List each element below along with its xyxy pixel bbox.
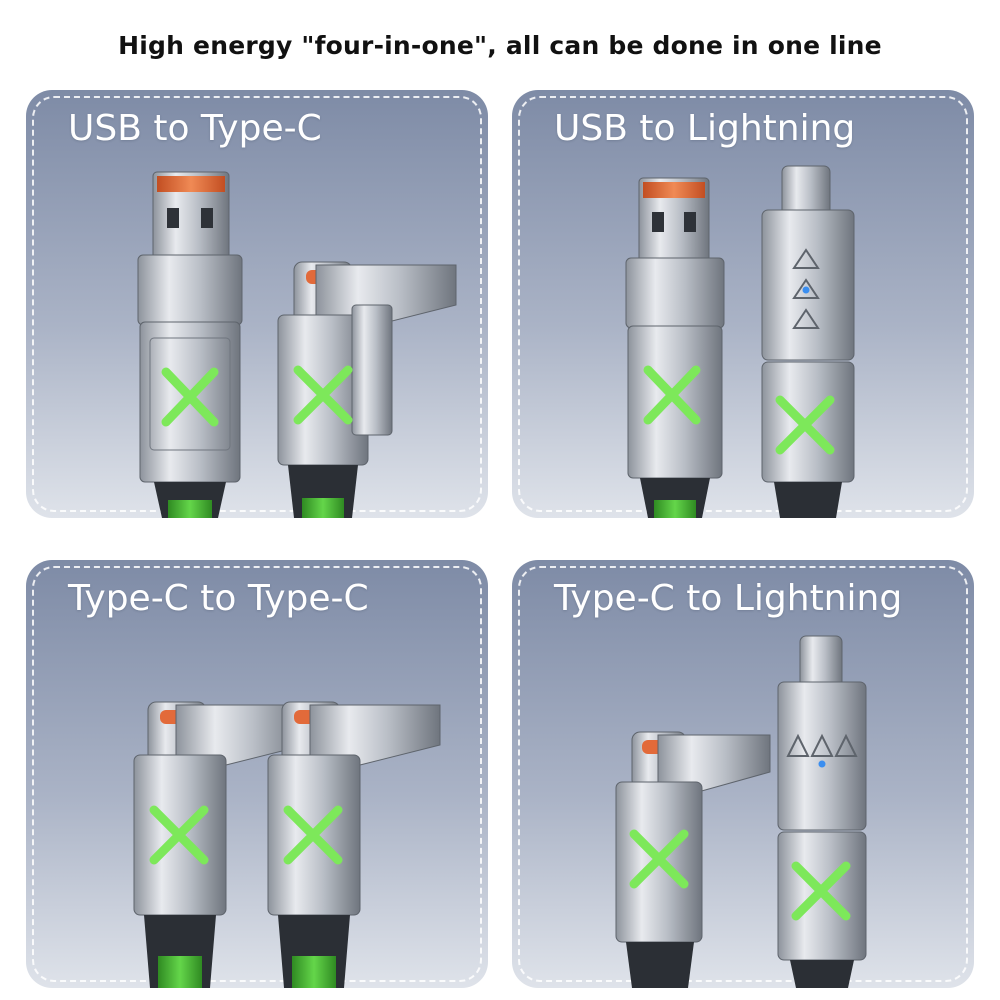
type-c-connector: [277, 261, 457, 518]
x-logo-icon: [791, 861, 851, 921]
lightning-connector: [777, 635, 867, 988]
x-logo-icon: [149, 805, 209, 865]
cable-illustration: [615, 635, 867, 988]
x-logo-icon: [161, 367, 219, 427]
panel-usb-to-type-c: USB to Type-C: [26, 90, 488, 518]
usb-a-connector: [625, 177, 725, 518]
x-logo-icon: [293, 365, 353, 425]
x-logo-icon: [629, 829, 689, 889]
arrow-up-icon: [786, 733, 858, 757]
led-indicator-icon: [802, 286, 810, 294]
page-headline: High energy "four-in-one", all can be do…: [118, 30, 882, 60]
cable-illustration: [133, 701, 441, 988]
cable-illustration: [137, 171, 457, 518]
panel-type-c-to-lightning: Type-C to Lightning: [512, 560, 974, 988]
type-c-connector: [615, 731, 771, 988]
lightning-connector: [761, 165, 855, 518]
panel-usb-to-lightning: USB to Lightning: [512, 90, 974, 518]
usb-a-connector: [137, 171, 243, 518]
cable-illustration: [625, 165, 855, 518]
led-indicator-icon: [818, 760, 826, 768]
x-logo-icon: [283, 805, 343, 865]
panel-title: USB to Type-C: [68, 108, 322, 149]
type-c-connector: [267, 701, 441, 988]
panel-title: Type-C to Type-C: [68, 578, 369, 619]
arrow-up-icon: [792, 248, 820, 329]
panel-title: USB to Lightning: [554, 108, 856, 149]
panel-title: Type-C to Lightning: [554, 578, 903, 619]
type-c-connector: [133, 701, 307, 988]
x-logo-icon: [643, 365, 701, 425]
x-logo-icon: [775, 395, 835, 455]
panel-type-c-to-type-c: Type-C to Type-C: [26, 560, 488, 988]
